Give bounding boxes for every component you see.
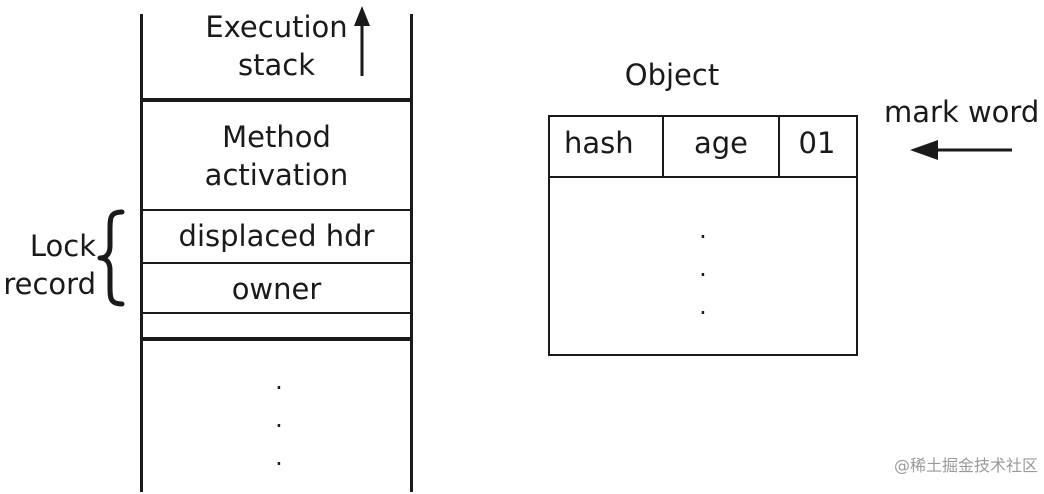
lock-record-label-line1: Lock — [29, 229, 96, 263]
watermark: @稀土掘金技术社区 — [893, 456, 1038, 475]
stack-ellipsis-dot-3: . — [275, 443, 283, 471]
mark-word-label: mark word — [884, 95, 1040, 129]
mark-word-age-field: age — [664, 117, 780, 176]
left-arrow-icon — [910, 140, 1012, 160]
stack-divider-owner — [140, 312, 413, 314]
curly-brace-icon — [97, 209, 125, 307]
owner-cell: owner — [231, 272, 322, 306]
object-box: hash age 01 . . . — [548, 115, 858, 356]
up-arrow-icon — [354, 6, 370, 76]
stack-divider-method — [140, 209, 413, 211]
execution-stack-label-line1: Execution — [205, 10, 348, 44]
object-ellipsis-dot-2: . — [699, 254, 707, 282]
object-ellipsis-dot-3: . — [699, 292, 707, 320]
stack-divider-execution — [140, 98, 413, 102]
stack-right-wall — [410, 14, 413, 492]
mark-word-lock-bits-field: 01 — [798, 126, 836, 160]
stack-ellipsis-dot-2: . — [275, 405, 283, 433]
stack-ellipsis-dot-1: . — [275, 367, 283, 395]
stack-left-wall — [140, 14, 143, 492]
object-ellipsis-dot-1: . — [699, 216, 707, 244]
execution-stack-label-line2: stack — [238, 48, 315, 82]
object-title: Object — [624, 58, 720, 92]
stack-divider-lower — [140, 337, 413, 341]
mark-word-hash-field: hash — [550, 117, 664, 176]
mark-word-row: hash age 01 — [550, 117, 856, 178]
method-activation-label-line1: Method — [222, 120, 331, 154]
stack-divider-displaced — [140, 262, 413, 264]
displaced-hdr-cell: displaced hdr — [178, 219, 375, 253]
lock-record-label-line2: record — [3, 267, 96, 301]
method-activation-label-line2: activation — [204, 158, 349, 192]
